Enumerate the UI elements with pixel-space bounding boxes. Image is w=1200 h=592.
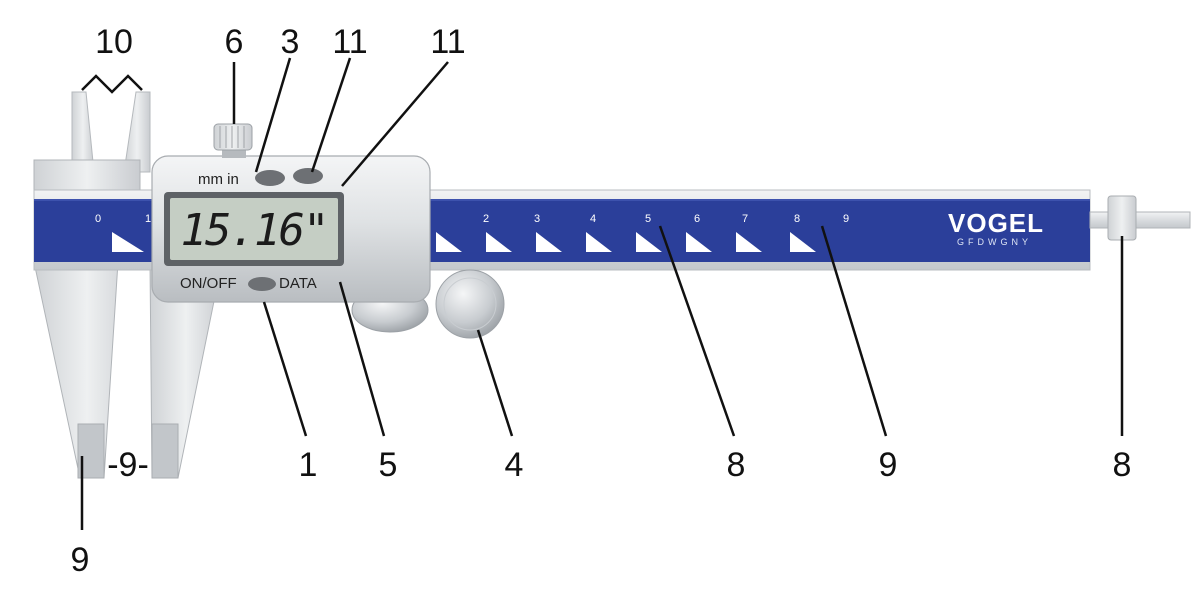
brand-tagline: GFDWGNY	[957, 237, 1032, 247]
callout-3: 3	[280, 23, 300, 61]
scale-number-6: 6	[693, 213, 701, 225]
on-off-label: ON/OFF	[180, 275, 237, 292]
callout-4: 4	[504, 446, 524, 484]
depth-rod	[1089, 195, 1191, 241]
mm-in-label: mm in	[198, 171, 239, 188]
scale-number-0: 0	[94, 213, 102, 225]
scale-number-2: 2	[482, 213, 490, 225]
adjustment-wheel	[435, 269, 505, 339]
callout-11-left: 11	[332, 23, 368, 61]
display-housing	[151, 155, 431, 303]
callout-9-mid: 9	[878, 446, 898, 484]
scale-marks	[112, 232, 816, 252]
callout-6: 6	[224, 23, 244, 61]
callout-9-jaws: -9-	[107, 446, 149, 484]
scale-number-9: 9	[842, 213, 850, 225]
scale-number-4: 4	[589, 213, 597, 225]
lcd-reading: 15.16"	[180, 204, 330, 256]
callout-5: 5	[378, 446, 398, 484]
scale-number-8: 8	[793, 213, 801, 225]
callout-11-right: 11	[430, 23, 466, 61]
callout-8-right: 8	[1112, 446, 1132, 484]
zigzag-10	[81, 74, 143, 94]
locking-screw	[213, 123, 253, 158]
leader-lines	[80, 57, 1124, 530]
scale-number-3: 3	[533, 213, 541, 225]
scale-number-5: 5	[644, 213, 652, 225]
callout-9-bottom: 9	[70, 541, 90, 579]
scale-number-1: 1	[144, 213, 152, 225]
scale-number-7: 7	[741, 213, 749, 225]
data-label: DATA	[279, 275, 317, 292]
callout-1: 1	[298, 446, 318, 484]
callout-10: 10	[95, 23, 133, 61]
callout-8-mid: 8	[726, 446, 746, 484]
inside-jaws	[71, 91, 151, 173]
brand-logo: VOGEL	[948, 208, 1045, 238]
